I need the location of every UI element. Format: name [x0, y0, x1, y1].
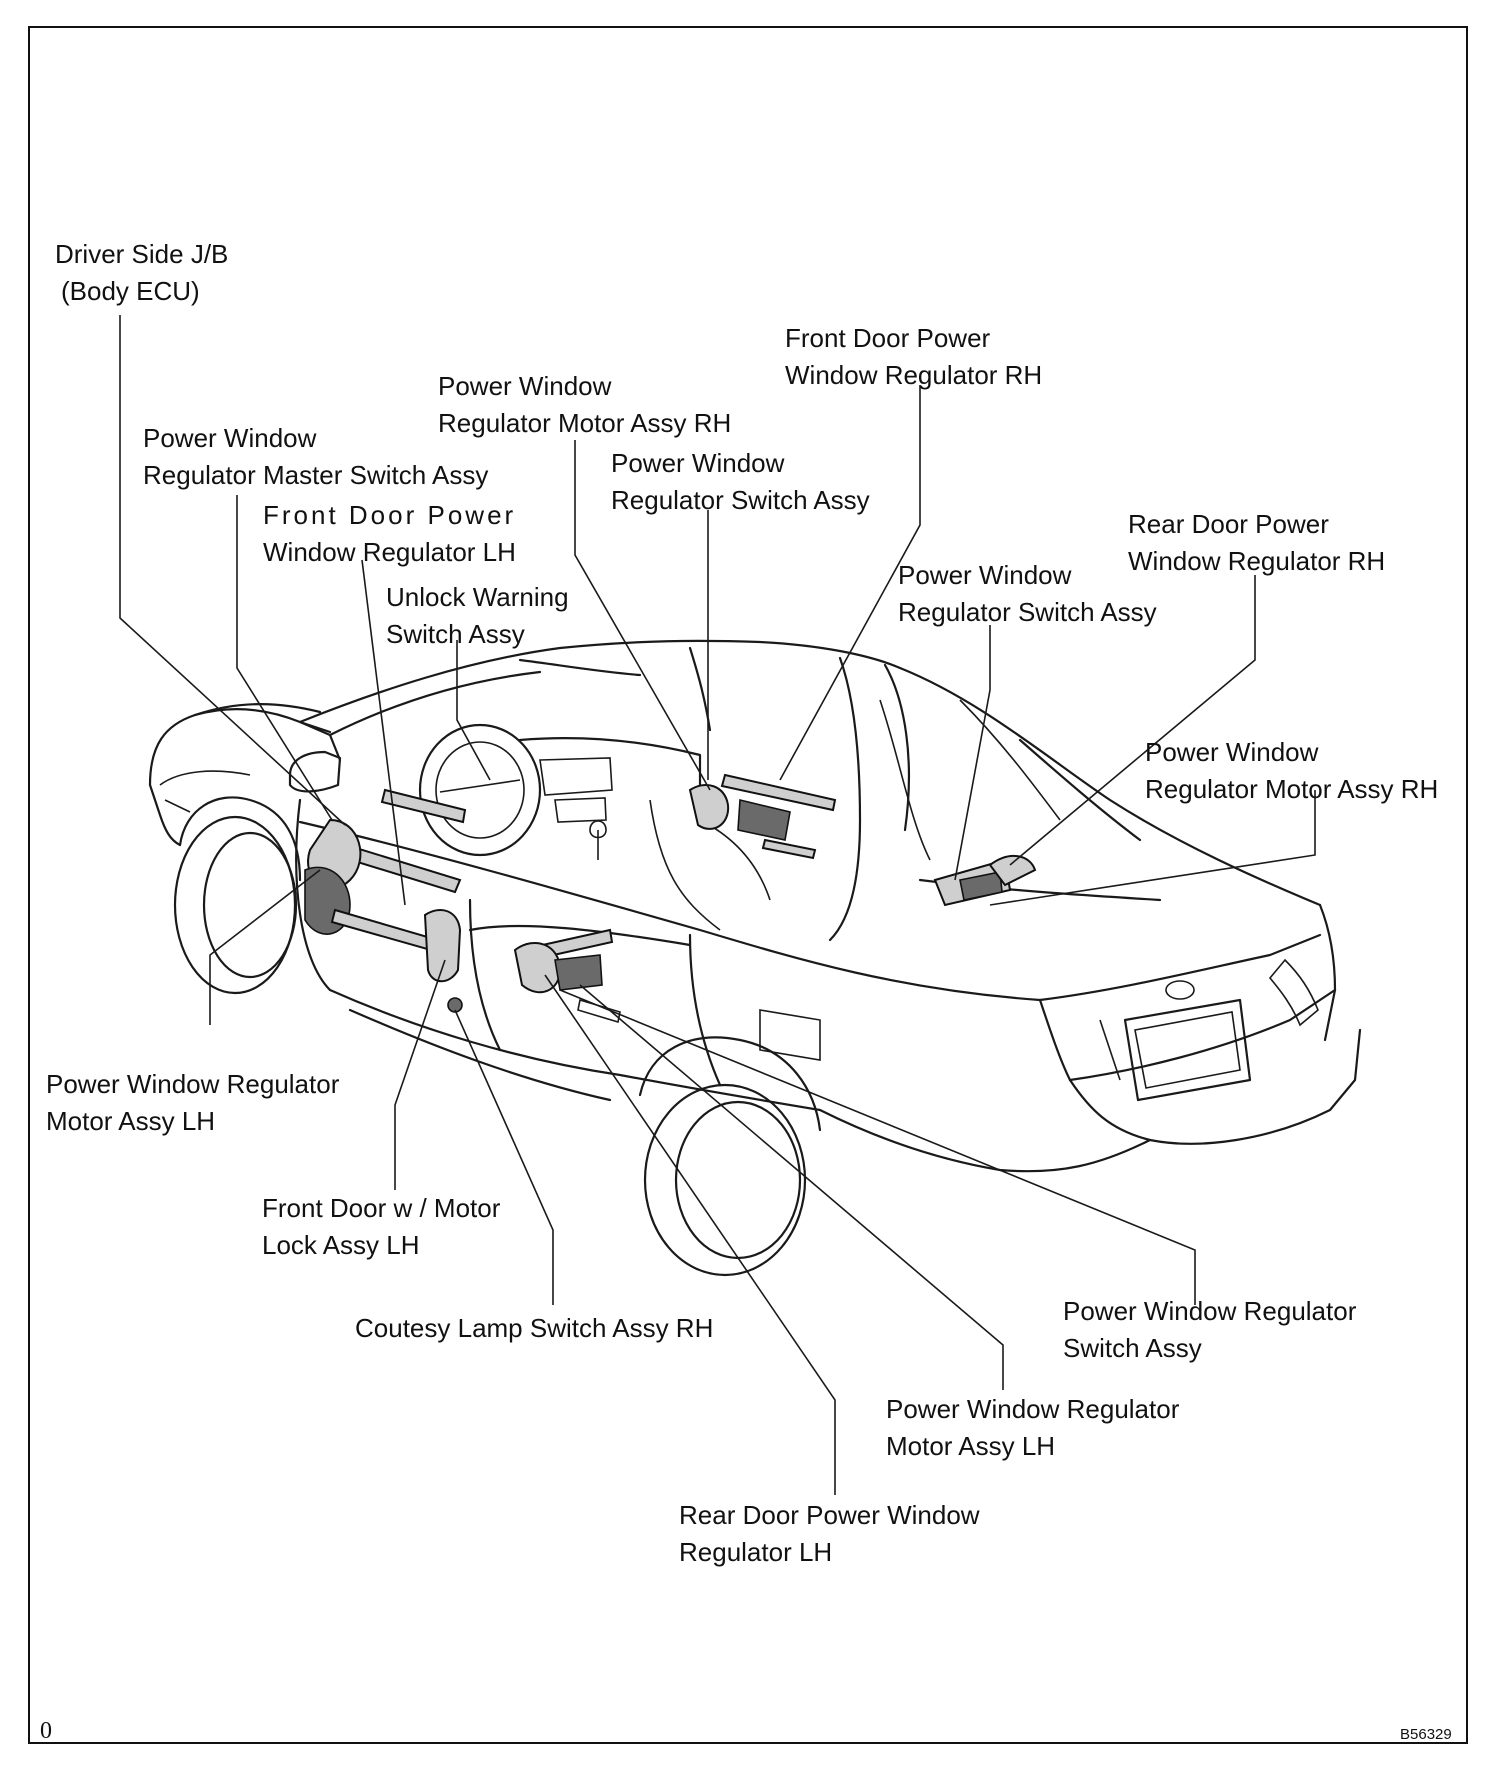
label-line: Coutesy Lamp Switch Assy RH [355, 1313, 714, 1343]
label-line: Rear Door Power [1128, 509, 1329, 539]
label-line: Front Door Power [785, 323, 991, 353]
label-line: Regulator Motor Assy RH [438, 408, 732, 438]
label-line: Lock Assy LH [262, 1230, 420, 1260]
label-line: Power Window [898, 560, 1072, 590]
label-front-door-motor-lock-lh: Front Door w / Motor Lock Assy LH [262, 1190, 500, 1264]
label-line: Unlock Warning [386, 582, 569, 612]
label-line: Power Window [438, 371, 612, 401]
label-unlock-warning-switch: Unlock Warning Switch Assy [386, 579, 569, 653]
label-front-door-pw-reg-lh: Front Door Power Window Regulator LH [263, 497, 516, 571]
label-line: Window Regulator LH [263, 537, 516, 567]
label-line: Power Window Regulator [1063, 1296, 1357, 1326]
label-line: Front Door w / Motor [262, 1193, 501, 1223]
figure-code: B56329 [1400, 1726, 1452, 1743]
label-line: Power Window [1145, 737, 1319, 767]
label-line: Switch Assy [386, 619, 525, 649]
regulator-parts [304, 773, 1037, 1013]
label-pw-switch-rear-rh: Power Window Regulator Switch Assy [898, 557, 1157, 631]
label-line: (Body ECU) [61, 276, 200, 306]
label-rear-door-pw-reg-lh: Rear Door Power Window Regulator LH [679, 1497, 980, 1571]
label-line: Regulator Master Switch Assy [143, 460, 489, 490]
label-pw-motor-rh-rear: Power Window Regulator Motor Assy RH [1145, 734, 1438, 808]
label-line: Power Window [611, 448, 785, 478]
label-front-door-pw-reg-rh: Front Door Power Window Regulator RH [785, 320, 1042, 394]
label-line: Regulator Motor Assy RH [1145, 774, 1439, 804]
label-line: Switch Assy [1063, 1333, 1202, 1363]
label-line: Power Window Regulator [886, 1394, 1180, 1424]
label-courtesy-lamp-switch-rh: Coutesy Lamp Switch Assy RH [355, 1310, 713, 1347]
label-line: Power Window [143, 423, 317, 453]
label-pw-motor-rh-front: Power Window Regulator Motor Assy RH [438, 368, 731, 442]
label-line: Power Window Regulator [46, 1069, 340, 1099]
label-line: Rear Door Power Window [679, 1500, 980, 1530]
label-pw-master-switch: Power Window Regulator Master Switch Ass… [143, 420, 488, 494]
label-line: Regulator Switch Assy [898, 597, 1157, 627]
label-pw-switch-front-rh: Power Window Regulator Switch Assy [611, 445, 870, 519]
label-pw-switch-rear-lh: Power Window Regulator Switch Assy [1063, 1293, 1356, 1367]
diagram-frame [28, 26, 1468, 1744]
label-line: Driver Side J/B [55, 239, 229, 269]
corner-mark: 0 [40, 1718, 52, 1744]
label-pw-motor-lh-front: Power Window Regulator Motor Assy LH [46, 1066, 339, 1140]
label-line: Motor Assy LH [46, 1106, 216, 1136]
label-line: Regulator Switch Assy [611, 485, 870, 515]
label-line: Regulator LH [679, 1537, 833, 1567]
label-line: Front Door Power [263, 500, 517, 530]
label-line: Window Regulator RH [785, 360, 1043, 390]
label-driver-side-jb: Driver Side J/B (Body ECU) [55, 236, 228, 310]
label-rear-door-pw-reg-rh: Rear Door Power Window Regulator RH [1128, 506, 1385, 580]
leader-lines [119, 315, 1316, 1495]
label-line: Motor Assy LH [886, 1431, 1056, 1461]
label-line: Window Regulator RH [1128, 546, 1386, 576]
label-pw-motor-lh-rear: Power Window Regulator Motor Assy LH [886, 1391, 1179, 1465]
